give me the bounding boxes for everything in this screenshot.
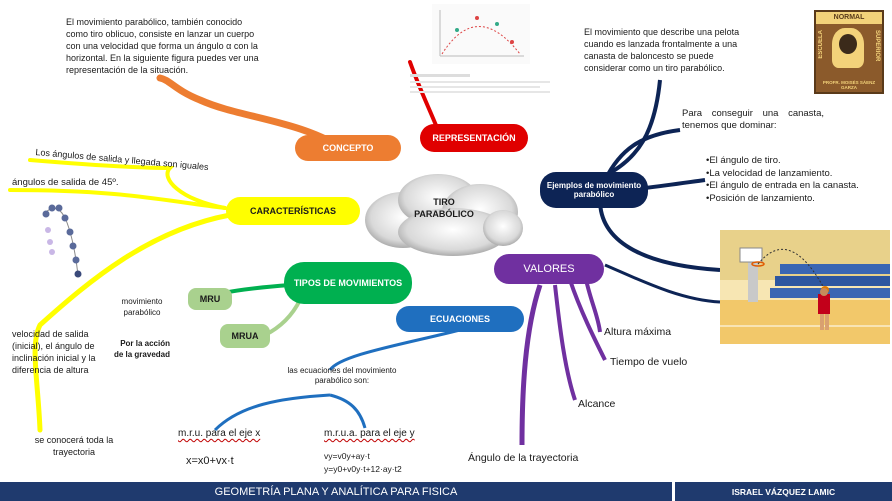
ecuaciones-intro: las ecuaciones del movimiento parabólico… <box>287 366 397 385</box>
concepto-description: El movimiento parabólico, también conoci… <box>66 17 259 75</box>
footer-title: GEOMETRÍA PLANA Y ANALÍTICA PARA FISICA <box>0 482 672 501</box>
node-valores[interactable]: VALORES <box>494 254 604 284</box>
branch-caracteristicas-upper <box>28 158 227 210</box>
mrua-label-text: m.r.u.a. para el eje y <box>324 428 415 439</box>
representation-notes <box>410 68 550 108</box>
node-representacion[interactable]: REPRESENTACIÓN <box>420 124 528 152</box>
branch-concepto <box>156 74 349 154</box>
node-ejemplos[interactable]: Ejemplos de movimiento parabólico <box>540 172 648 208</box>
footer-author: ISRAEL VÁZQUEZ LAMIC <box>675 482 892 501</box>
dominar-item: •La velocidad de lanzamiento. <box>706 167 833 179</box>
dominar-item: •Posición de lanzamiento. <box>706 192 815 204</box>
logo-top: NORMAL <box>816 12 882 24</box>
branch-ecuaciones-left <box>213 393 331 432</box>
mrua-equation-1: vy=v0y+ay·t <box>324 451 370 461</box>
branch-caracteristicas-down <box>32 212 233 433</box>
branch-ejemplos-list <box>644 178 706 190</box>
branch-valores-angulo <box>519 284 543 446</box>
center-cloud <box>365 174 523 256</box>
mru-equation: x=x0+vx·t <box>186 455 234 467</box>
mru-label: m.r.u. para el eje x <box>178 428 298 439</box>
node-mrua[interactable]: MRUA <box>220 324 270 348</box>
node-tipos[interactable]: TIPOS DE MOVIMIENTOS <box>284 262 412 304</box>
branch-valores-alcance <box>553 284 577 401</box>
branch-ejemplos-top <box>599 79 662 180</box>
angulo-trayectoria: Ángulo de la trayectoria <box>468 452 579 464</box>
branch-ecuaciones-right <box>329 393 367 429</box>
node-ecuaciones[interactable]: ECUACIONES <box>396 306 524 332</box>
velocidad-salida: velocidad de salida (inicial), el ángulo… <box>12 329 96 375</box>
node-concepto[interactable]: CONCEPTO <box>295 135 401 161</box>
logo-bottom: PROFR. MOISÉS SÁENZ GARZA <box>822 80 876 90</box>
dominar-item: •El ángulo de entrada en la canasta. <box>706 180 859 191</box>
branch-valores-right <box>604 263 721 304</box>
mru-label-text: m.r.u. para el eje x <box>178 428 261 439</box>
branch-ejemplos-canasta <box>603 128 681 181</box>
logo-left: ESCUELA <box>818 30 824 59</box>
basketball-illustration <box>720 230 890 344</box>
mrua-label: m.r.u.a. para el eje y <box>324 428 444 439</box>
branch-tipos-mrua <box>264 299 302 337</box>
angulos-45: ángulos de salida de 45º. <box>12 177 119 188</box>
parabola-figure <box>439 10 524 57</box>
node-caracteristicas[interactable]: CARACTERÍSTICAS <box>226 197 360 225</box>
dominar-list: •El ángulo de tiro. •La velocidad de lan… <box>706 155 866 205</box>
branch-ejemplos-down <box>598 199 721 272</box>
branch-valores-tiempo <box>568 279 607 361</box>
tiempo-vuelo: Tiempo de vuelo <box>610 356 688 368</box>
se-conocera: se conocerá toda la trayectoria <box>34 435 114 457</box>
logo-right: SUPERIOR <box>874 30 880 62</box>
canasta-intro: Para conseguir una canasta, tenemos que … <box>682 108 824 131</box>
altura-maxima: Altura máxima <box>604 326 672 338</box>
alcance: Alcance <box>578 398 616 410</box>
mov-parabolico: movimiento parabólico <box>121 297 163 317</box>
mrua-equation-2: y=y0+v0y·t+12·ay·t2 <box>324 464 402 474</box>
center-title: TIRO PARABÓLICO <box>414 197 474 219</box>
logo-portrait <box>832 28 864 68</box>
branch-ecuaciones <box>328 328 461 371</box>
branch-caracteristicas-45 <box>8 188 227 210</box>
trajectory-illustration <box>42 204 82 278</box>
node-mru[interactable]: MRU <box>188 288 232 310</box>
school-logo: NORMAL ESCUELA SUPERIOR PROFR. MOISÉS SÁ… <box>814 10 884 94</box>
representation-graph <box>432 4 530 64</box>
por-accion: Por la acción de la gravedad <box>113 339 170 359</box>
dominar-item: •El ángulo de tiro. <box>706 155 781 166</box>
pelota-description: El movimiento que describe una pelota cu… <box>584 27 740 73</box>
